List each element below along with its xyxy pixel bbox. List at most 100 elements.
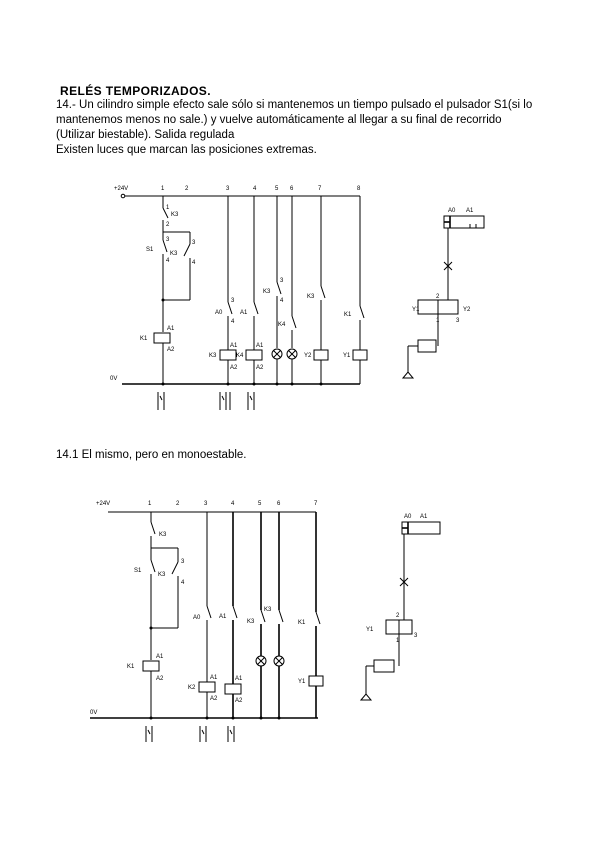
svg-text:A2: A2	[256, 365, 264, 371]
s1-pushbutton	[162, 239, 168, 253]
svg-text:0V: 0V	[90, 710, 97, 716]
svg-text:A2: A2	[156, 676, 164, 682]
contact-reference-marks	[157, 392, 255, 410]
s1-pushbutton	[150, 559, 156, 573]
a1-sensor	[253, 301, 259, 315]
svg-text:3: 3	[414, 633, 418, 639]
branch-number: 3	[226, 186, 230, 192]
svg-text:Y1: Y1	[366, 627, 374, 633]
pneumatic-diagram-2: A0 A1 Y1 2 3 1	[359, 514, 441, 701]
svg-text:4: 4	[166, 258, 170, 264]
svg-text:A1: A1	[156, 654, 164, 660]
svg-text:2: 2	[166, 222, 170, 228]
paragraph-line-1: 14.- Un cilindro simple efecto sale sólo…	[56, 99, 533, 111]
svg-text:K3: K3	[209, 353, 217, 359]
svg-text:4: 4	[181, 580, 185, 586]
supply-positive-label: +24V	[114, 186, 128, 192]
k3-contact	[278, 609, 284, 623]
svg-text:A1: A1	[240, 310, 248, 316]
svg-text:K3: K3	[171, 212, 179, 218]
branch-number: 6	[290, 186, 294, 192]
svg-text:2: 2	[396, 613, 400, 619]
svg-text:3: 3	[192, 240, 196, 246]
svg-text:A1: A1	[167, 326, 175, 332]
k3-contact	[162, 207, 169, 219]
svg-text:A2: A2	[235, 698, 243, 704]
svg-text:2: 2	[436, 294, 440, 300]
svg-text:3: 3	[166, 237, 170, 243]
svg-text:K1: K1	[127, 664, 135, 670]
svg-text:1: 1	[166, 205, 170, 211]
section-subtitle: 14.1 El mismo, pero en monoestable.	[56, 449, 247, 461]
svg-text:A2: A2	[210, 696, 218, 702]
svg-text:S1: S1	[134, 568, 142, 574]
svg-text:K3: K3	[264, 607, 272, 613]
k3-contact	[260, 609, 266, 623]
k3-contact	[276, 281, 282, 295]
paragraph-line-2: mantenemos menos no sale.) y vuelve auto…	[56, 114, 502, 126]
svg-text:A1: A1	[420, 514, 428, 520]
k1-coil	[153, 332, 171, 344]
svg-text:K3: K3	[170, 251, 178, 257]
flow-regulator-icon	[399, 577, 409, 587]
svg-text:1: 1	[396, 638, 400, 644]
pneumatic-diagram-1: A0 A1 Y1 Y2 2 1 3	[401, 208, 485, 379]
svg-text:A2: A2	[230, 365, 238, 371]
contact-reference-marks	[145, 726, 235, 742]
svg-text:7: 7	[314, 501, 318, 507]
k2-timer-coil	[198, 681, 216, 693]
svg-text:Y2: Y2	[463, 307, 471, 313]
k3-contact	[150, 521, 156, 535]
svg-text:K3: K3	[247, 619, 255, 625]
a0-sensor	[227, 301, 233, 315]
pressure-source-icon	[359, 693, 373, 701]
svg-text:K1: K1	[298, 620, 306, 626]
pressure-source-icon	[401, 371, 415, 379]
svg-text:S1: S1	[146, 247, 154, 253]
svg-text:1: 1	[148, 501, 152, 507]
flow-regulator-icon	[443, 261, 453, 271]
svg-text:3: 3	[204, 501, 208, 507]
k3-timer-contact	[183, 243, 191, 257]
ladder-diagram-2: +24V 0V 1 2 3 4 5 6 7 K3 S1 K3 3 4 K1 A1…	[90, 501, 324, 742]
ladder-diagram-1: +24V 0V 1 2 3 4 5 6 7 8 K3 1 2 S1 3 4 K3…	[110, 186, 368, 410]
coil	[224, 683, 242, 695]
svg-text:4: 4	[280, 298, 284, 304]
svg-text:3: 3	[231, 298, 235, 304]
svg-text:2: 2	[176, 501, 180, 507]
supply-negative-label: 0V	[110, 376, 117, 382]
k4-contact	[291, 315, 297, 329]
svg-text:K3: K3	[263, 289, 271, 295]
svg-text:Y1: Y1	[298, 679, 306, 685]
svg-text:5: 5	[258, 501, 262, 507]
section-title: RELÉS TEMPORIZADOS.	[60, 84, 211, 98]
a1-sensor	[232, 605, 238, 619]
paragraph-line-4: Existen luces que marcan las posiciones …	[56, 144, 317, 156]
branch-number: 5	[275, 186, 279, 192]
svg-text:A0: A0	[193, 615, 201, 621]
svg-text:A1: A1	[230, 343, 238, 349]
svg-text:K1: K1	[344, 312, 352, 318]
svg-text:K3: K3	[158, 572, 166, 578]
supply-terminal	[120, 193, 126, 199]
y1-solenoid	[352, 349, 368, 361]
branch-number: 2	[185, 186, 189, 192]
svg-text:A1: A1	[235, 676, 243, 682]
k3-timer-coil	[219, 349, 237, 361]
k3-timer-contact	[171, 561, 179, 575]
svg-text:K2: K2	[188, 685, 196, 691]
svg-text:A1: A1	[210, 675, 218, 681]
k3-contact	[320, 285, 326, 299]
svg-text:+24V: +24V	[96, 501, 110, 507]
k1-coil	[142, 660, 160, 672]
svg-text:K3: K3	[307, 294, 315, 300]
air-service-unit	[417, 339, 437, 353]
svg-text:Y1: Y1	[343, 353, 351, 359]
svg-text:3: 3	[456, 318, 460, 324]
a0-sensor	[206, 605, 212, 619]
air-service-unit	[373, 659, 395, 673]
y2-solenoid	[313, 349, 329, 361]
paragraph-line-3: (Utilizar biestable). Salida regulada	[56, 129, 235, 141]
svg-text:K3: K3	[159, 532, 167, 538]
